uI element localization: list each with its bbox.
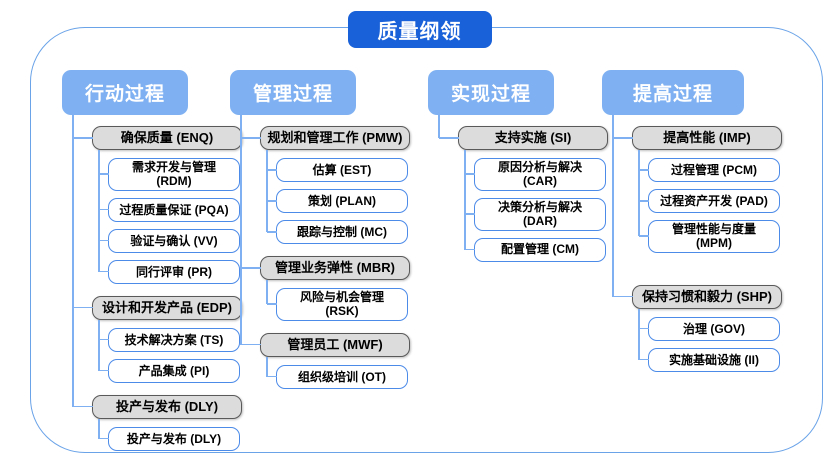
group-box-imp: 提高性能 (IMP) bbox=[613, 126, 782, 150]
group-node-imp: 提高性能 (IMP) 过程管理 (PCM) 过程资产开发 (PAD) 管理性能与度量 … bbox=[612, 126, 782, 253]
connector-line bbox=[72, 115, 74, 407]
group-children-pmw: 估算 (EST) 策划 (PLAN) 跟踪与控制 (MC) bbox=[266, 150, 410, 244]
column-header-management-process: 管理过程 bbox=[230, 70, 356, 115]
item-box-ts: 技术解决方案 (TS) bbox=[99, 327, 240, 352]
group-node-enq: 确保质量 (ENQ) 需求开发与管理 (RDM) 过程质量保证 (PQA) 验证与确认… bbox=[72, 126, 242, 284]
item-node-pi: 产品集成 (PI) bbox=[99, 358, 242, 383]
connector-line bbox=[266, 356, 268, 377]
item-node-vv: 验证与确认 (VV) bbox=[99, 228, 242, 253]
item-box-plan: 策划 (PLAN) bbox=[267, 189, 408, 213]
group-box-dly: 投产与发布 (DLY) bbox=[73, 394, 242, 419]
group-node-dly: 投产与发布 (DLY) 投产与发布 (DLY) bbox=[72, 394, 242, 451]
item-box-pqa: 过程质量保证 (PQA) bbox=[99, 197, 240, 222]
connector-line bbox=[438, 115, 440, 138]
group-node-pmw: 规划和管理工作 (PMW) 估算 (EST) 策划 (PLAN) 跟踪与控制 (MC) bbox=[240, 126, 410, 244]
item-box-vv: 验证与确认 (VV) bbox=[99, 228, 240, 253]
item-node-pr: 同行评审 (PR) bbox=[99, 259, 242, 284]
column-improvement-process: 提高过程提高性能 (IMP) 过程管理 (PCM) 过程资产开发 (PAD) 管理性能… bbox=[602, 70, 782, 372]
group-box-mbr: 管理业务弹性 (MBR) bbox=[241, 256, 410, 280]
item-box-ot: 组织级培训 (OT) bbox=[267, 364, 408, 389]
item-node-pcm: 过程管理 (PCM) bbox=[639, 158, 782, 182]
group-box-mwf: 管理员工 (MWF) bbox=[241, 332, 410, 357]
connector-line bbox=[266, 150, 268, 232]
branch-realization-process: 支持实施 (SI) 原因分析与解决 (CAR) 决策分析与解决 (DAR) 配置管理 … bbox=[438, 115, 608, 262]
item-box-mc: 跟踪与控制 (MC) bbox=[267, 220, 408, 244]
column-action-process: 行动过程确保质量 (ENQ) 需求开发与管理 (RDM) 过程质量保证 (PQA) 验… bbox=[62, 70, 242, 451]
group-node-si: 支持实施 (SI) 原因分析与解决 (CAR) 决策分析与解决 (DAR) 配置管理 … bbox=[438, 126, 608, 262]
item-node-car: 原因分析与解决 (CAR) bbox=[465, 158, 608, 191]
item-box-car: 原因分析与解决 (CAR) bbox=[465, 158, 606, 191]
connector-line bbox=[240, 115, 242, 345]
group-children-shp: 治理 (GOV) 实施基础设施 (II) bbox=[638, 308, 782, 372]
item-box-ii: 实施基础设施 (II) bbox=[639, 347, 780, 372]
item-box-rdm: 需求开发与管理 (RDM) bbox=[99, 158, 240, 191]
item-node-ts: 技术解决方案 (TS) bbox=[99, 327, 242, 352]
group-children-enq: 需求开发与管理 (RDM) 过程质量保证 (PQA) 验证与确认 (VV) 同行评审 … bbox=[98, 150, 242, 284]
column-header-action-process: 行动过程 bbox=[62, 70, 188, 115]
item-box-dar: 决策分析与解决 (DAR) bbox=[465, 197, 606, 231]
group-node-mwf: 管理员工 (MWF) 组织级培训 (OT) bbox=[240, 332, 410, 389]
item-box-rsk: 风险与机会管理 (RSK) bbox=[267, 288, 408, 321]
item-node-mpm: 管理性能与度量 (MPM) bbox=[639, 220, 782, 253]
item-box-gov: 治理 (GOV) bbox=[639, 316, 780, 341]
group-children-si: 原因分析与解决 (CAR) 决策分析与解决 (DAR) 配置管理 (CM) bbox=[464, 150, 608, 262]
group-box-edp: 设计和开发产品 (EDP) bbox=[73, 295, 242, 320]
item-node-gov: 治理 (GOV) bbox=[639, 316, 782, 341]
diagram-title: 质量纲领 bbox=[347, 11, 492, 48]
group-node-shp: 保持习惯和毅力 (SHP) 治理 (GOV) 实施基础设施 (II) bbox=[612, 284, 782, 372]
item-node-mc: 跟踪与控制 (MC) bbox=[267, 220, 410, 244]
item-node-dly: 投产与发布 (DLY) bbox=[99, 426, 242, 451]
item-box-cm: 配置管理 (CM) bbox=[465, 237, 606, 262]
connector-line bbox=[98, 150, 100, 272]
item-box-est: 估算 (EST) bbox=[267, 158, 408, 182]
item-node-ii: 实施基础设施 (II) bbox=[639, 347, 782, 372]
item-node-rsk: 风险与机会管理 (RSK) bbox=[267, 288, 410, 321]
item-box-pr: 同行评审 (PR) bbox=[99, 259, 240, 284]
group-box-pmw: 规划和管理工作 (PMW) bbox=[241, 126, 410, 150]
column-header-improvement-process: 提高过程 bbox=[602, 70, 744, 115]
group-box-shp: 保持习惯和毅力 (SHP) bbox=[613, 284, 782, 309]
connector-line bbox=[612, 115, 614, 297]
item-node-cm: 配置管理 (CM) bbox=[465, 237, 608, 262]
item-node-pqa: 过程质量保证 (PQA) bbox=[99, 197, 242, 222]
group-children-dly: 投产与发布 (DLY) bbox=[98, 418, 242, 451]
item-box-pad: 过程资产开发 (PAD) bbox=[639, 189, 780, 213]
group-box-enq: 确保质量 (ENQ) bbox=[73, 126, 242, 150]
connector-line bbox=[638, 308, 640, 360]
column-header-realization-process: 实现过程 bbox=[428, 70, 554, 115]
group-box-si: 支持实施 (SI) bbox=[439, 126, 608, 150]
group-node-edp: 设计和开发产品 (EDP) 技术解决方案 (TS) 产品集成 (PI) bbox=[72, 295, 242, 383]
connector-line bbox=[266, 280, 268, 305]
connector-line bbox=[464, 150, 466, 250]
group-children-mbr: 风险与机会管理 (RSK) bbox=[266, 280, 410, 321]
group-children-imp: 过程管理 (PCM) 过程资产开发 (PAD) 管理性能与度量 (MPM) bbox=[638, 150, 782, 253]
item-box-mpm: 管理性能与度量 (MPM) bbox=[639, 220, 780, 253]
column-management-process: 管理过程规划和管理工作 (PMW) 估算 (EST) 策划 (PLAN) 跟踪与控制 … bbox=[230, 70, 410, 389]
connector-line bbox=[638, 150, 640, 237]
item-box-pi: 产品集成 (PI) bbox=[99, 358, 240, 383]
branch-improvement-process: 提高性能 (IMP) 过程管理 (PCM) 过程资产开发 (PAD) 管理性能与度量 … bbox=[612, 115, 782, 372]
item-node-plan: 策划 (PLAN) bbox=[267, 189, 410, 213]
branch-management-process: 规划和管理工作 (PMW) 估算 (EST) 策划 (PLAN) 跟踪与控制 (MC)… bbox=[240, 115, 410, 389]
group-node-mbr: 管理业务弹性 (MBR) 风险与机会管理 (RSK) bbox=[240, 256, 410, 321]
item-node-est: 估算 (EST) bbox=[267, 158, 410, 182]
connector-line bbox=[98, 418, 100, 439]
item-box-pcm: 过程管理 (PCM) bbox=[639, 158, 780, 182]
item-node-ot: 组织级培训 (OT) bbox=[267, 364, 410, 389]
item-node-pad: 过程资产开发 (PAD) bbox=[639, 189, 782, 213]
branch-action-process: 确保质量 (ENQ) 需求开发与管理 (RDM) 过程质量保证 (PQA) 验证与确认… bbox=[72, 115, 242, 451]
group-children-edp: 技术解决方案 (TS) 产品集成 (PI) bbox=[98, 319, 242, 383]
item-node-rdm: 需求开发与管理 (RDM) bbox=[99, 158, 242, 191]
column-realization-process: 实现过程支持实施 (SI) 原因分析与解决 (CAR) 决策分析与解决 (DAR) 配… bbox=[428, 70, 608, 262]
item-box-dly: 投产与发布 (DLY) bbox=[99, 426, 240, 451]
connector-line bbox=[98, 319, 100, 371]
group-children-mwf: 组织级培训 (OT) bbox=[266, 356, 410, 389]
item-node-dar: 决策分析与解决 (DAR) bbox=[465, 197, 608, 231]
